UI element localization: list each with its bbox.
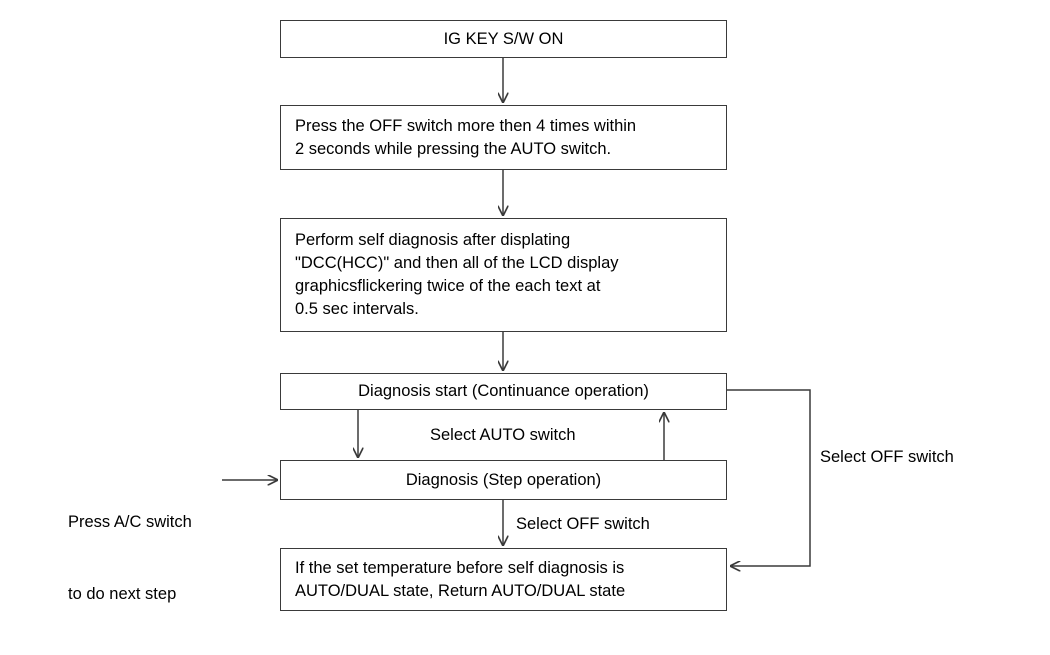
node-press-off-line-1: Press the OFF switch more then 4 times w… bbox=[295, 116, 637, 135]
node-press-off-line-2: 2 seconds while pressing the AUTO switch… bbox=[295, 139, 612, 158]
edge-label-select-off-switch-right: Select OFF switch bbox=[820, 448, 954, 466]
edge-label-select-off-switch-down: Select OFF switch bbox=[516, 515, 650, 533]
node-ig-key-switch-on[interactable]: IG KEY S/W ON bbox=[280, 20, 727, 58]
connector-start-to-return-state-off bbox=[727, 389, 811, 566]
node-return-auto-dual-state[interactable]: If the set temperature before self diagn… bbox=[280, 548, 727, 611]
annotation-press-ac-line-1: Press A/C switch bbox=[68, 513, 192, 531]
node-perform-line-2: "DCC(HCC)" and then all of the LCD displ… bbox=[295, 254, 619, 272]
node-return-state-line-1: If the set temperature before self diagn… bbox=[295, 558, 625, 577]
node-press-off-switch[interactable]: Press the OFF switch more then 4 times w… bbox=[280, 105, 727, 170]
node-diagnosis-step[interactable]: Diagnosis (Step operation) bbox=[280, 460, 727, 500]
node-perform-line-3: graphicsflickering twice of the each tex… bbox=[295, 277, 601, 295]
node-diagnosis-start-line-1: Diagnosis start (Continuance operation) bbox=[358, 382, 649, 400]
node-perform-self-diagnosis[interactable]: Perform self diagnosis after displating … bbox=[280, 218, 727, 332]
node-return-state-line-2: AUTO/DUAL state, Return AUTO/DUAL state bbox=[295, 581, 626, 600]
node-diagnosis-step-line-1: Diagnosis (Step operation) bbox=[405, 470, 602, 489]
annotation-press-ac-line-2: to do next step bbox=[68, 585, 177, 603]
annotation-press-ac-switch: Press A/C switch to do next step bbox=[68, 462, 192, 654]
node-perform-line-4: 0.5 sec intervals. bbox=[295, 300, 419, 318]
node-perform-line-1: Perform self diagnosis after displating bbox=[295, 231, 571, 249]
node-ig-key-line-1: IG KEY S/W ON bbox=[443, 29, 564, 48]
node-diagnosis-start[interactable]: Diagnosis start (Continuance operation) bbox=[280, 373, 727, 410]
edge-label-select-auto-switch: Select AUTO switch bbox=[430, 426, 576, 444]
